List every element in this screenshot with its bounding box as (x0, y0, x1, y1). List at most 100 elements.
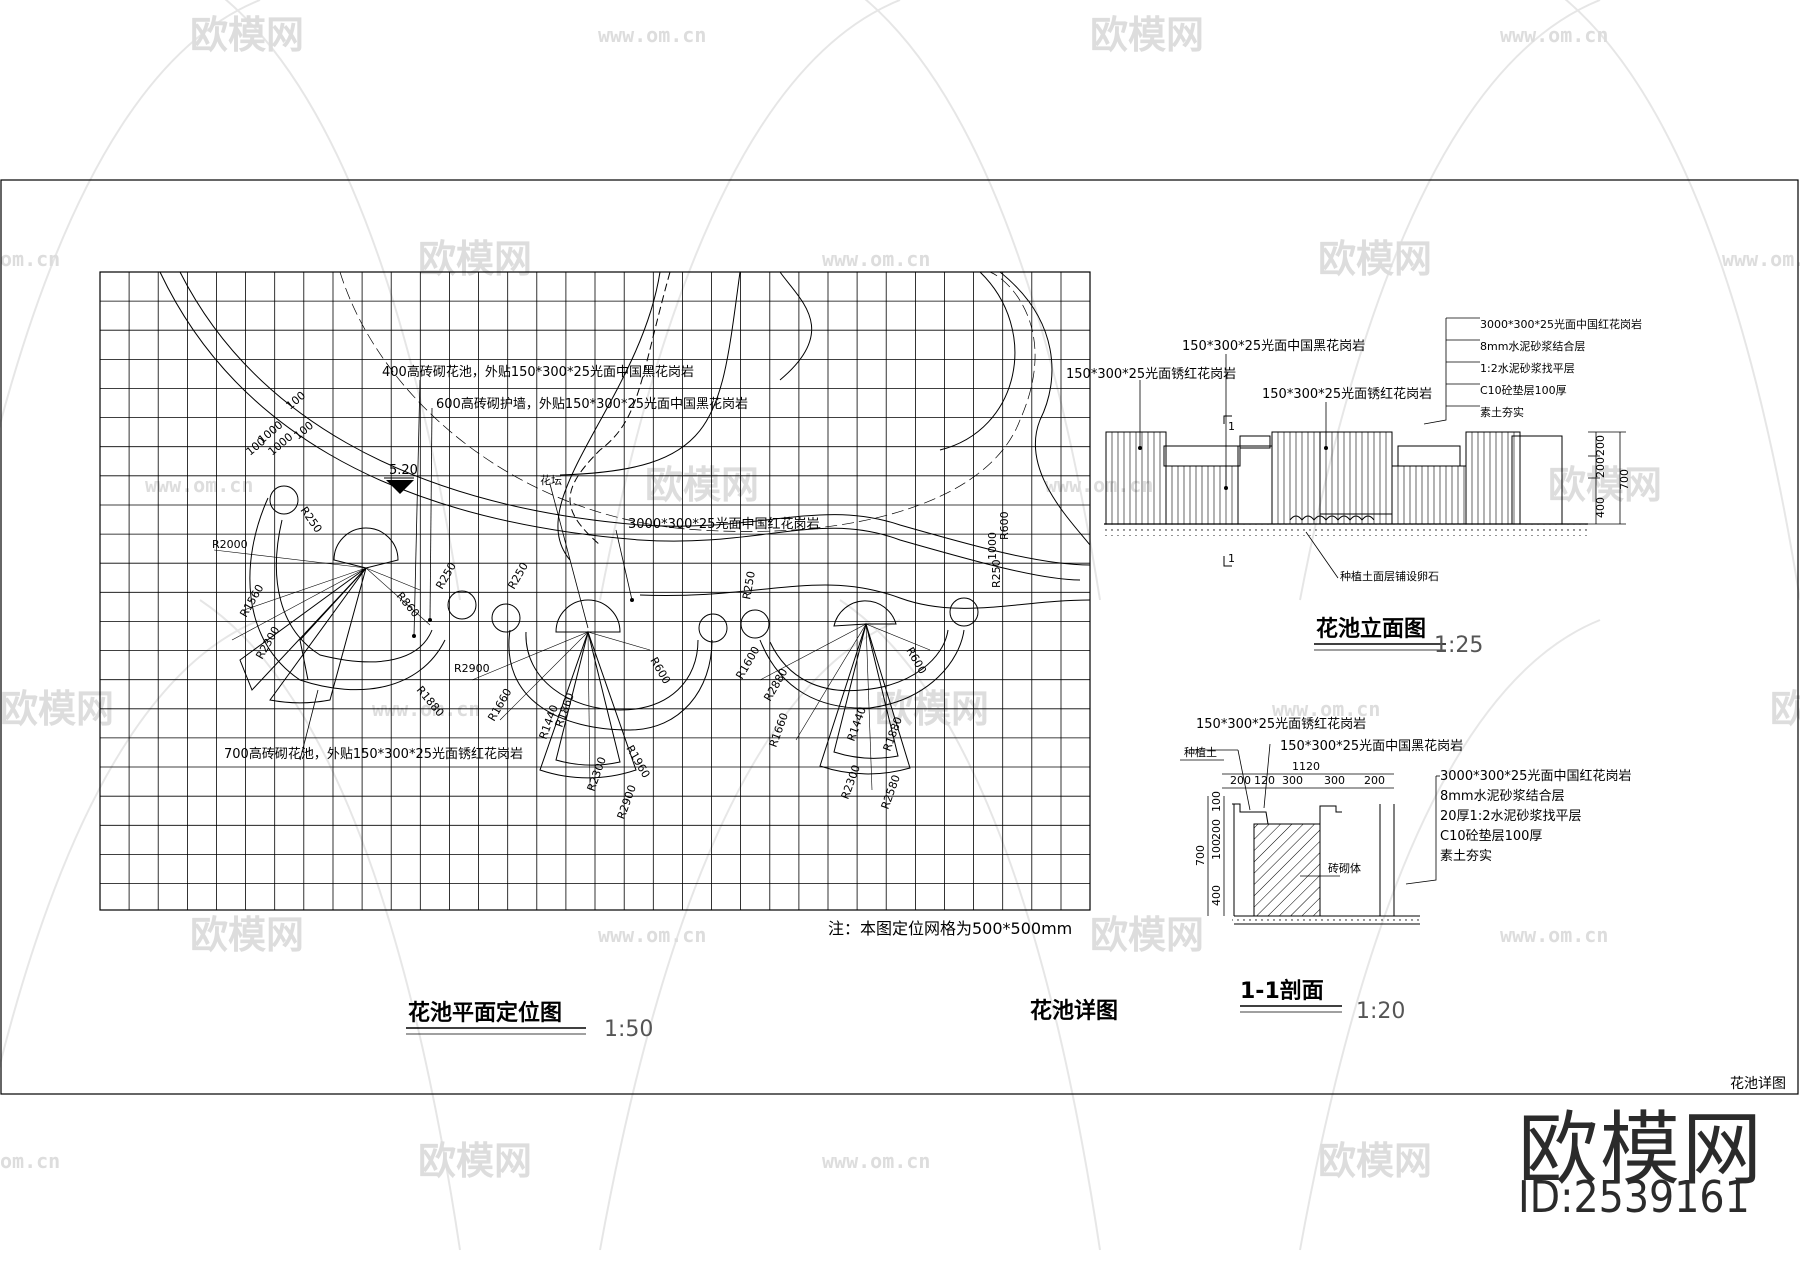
sec-dim-left-4: 400 (1210, 885, 1223, 906)
watermark-brand-9: 欧模网 (1770, 687, 1800, 731)
plan-label-2: 600高砖砌护墙，外贴150*300*25光面中国黑花岗岩 (436, 396, 748, 412)
plan-dim-label: R1660 (767, 711, 791, 749)
plan-dim-label: R1560 (237, 582, 266, 619)
watermark-url-9: www.om.cn (1272, 697, 1380, 721)
elevation-drawing (1104, 431, 1588, 525)
elev-label-b: 150*300*25光面中国黑花岗岩 (1182, 338, 1365, 354)
elev-dim-2: 200 (1594, 457, 1607, 478)
section-mark-bottom: 1 (1228, 552, 1235, 565)
detail-title: 花池详图 (1030, 998, 1118, 1024)
watermark-url-5: www.om.cn (1722, 247, 1800, 271)
plan-dim-label: R1440 (845, 705, 869, 743)
sec-dim-top-6: 200 (1364, 774, 1385, 787)
plan-label-5: 花坛 (540, 474, 562, 487)
elev-label-a: 150*300*25光面锈红花岗岩 (1066, 366, 1236, 382)
plan-label-1: 400高砖砌花池，外贴150*300*25光面中国黑花岗岩 (382, 364, 694, 380)
elev-dim-3: 400 (1594, 497, 1607, 518)
plan-dim-label: R2000 (212, 538, 248, 551)
elev-dim-1: 200 (1594, 435, 1607, 456)
sec-dim-left-2: 200 (1210, 819, 1223, 840)
watermark-brand-2: 欧模网 (1090, 13, 1204, 57)
plan-flower-beds (239, 485, 979, 779)
plan-dim-label: 100 (284, 389, 308, 412)
sec-dim-top-4: 300 (1282, 774, 1303, 787)
grid-frame (99, 271, 1091, 911)
plan-dim-label: R600 (998, 511, 1011, 540)
watermark-brand-3: 欧模网 (418, 237, 532, 281)
watermark-url-11: www.om.cn (1500, 923, 1608, 947)
frame-label: 花池详图 (1730, 1076, 1786, 1092)
section-scale: 1:20 (1356, 999, 1405, 1024)
watermark-brand-5: 欧模网 (645, 463, 759, 507)
plan-dim-label: R2580 (879, 773, 903, 811)
section-mark-top: 1 (1228, 420, 1235, 433)
elevation-dims: 200 200 400 700 (1594, 435, 1631, 518)
section-dim-lines (1207, 773, 1394, 916)
elev-label-c: 150*300*25光面锈红花岗岩 (1262, 386, 1432, 402)
watermark-url-10: www.om.cn (598, 923, 706, 947)
plan-dim-label: R250 (505, 560, 531, 591)
level-mark-text: 5.20 (389, 463, 418, 478)
watermark-brand-10: 欧模网 (190, 913, 304, 957)
elev-spec-2: 8mm水泥砂浆结合层 (1480, 339, 1585, 353)
elev-spec-1: 3000*300*25光面中国红花岗岩 (1480, 317, 1642, 331)
elevation-title: 花池立面图 (1316, 616, 1426, 642)
plan-dim-label: R1660 (485, 686, 514, 723)
elev-dim-4: 700 (1618, 469, 1631, 490)
elevation-leaders (1139, 317, 1480, 579)
elevation-scale: 1:25 (1434, 633, 1483, 658)
elevation-joints (1111, 432, 1515, 524)
elevation-section-marks (1223, 415, 1232, 567)
watermark-brand-12: 欧模网 (418, 1139, 532, 1183)
sec-spec-5: 素土夯实 (1440, 849, 1492, 864)
elevation-ground-hatch (1104, 524, 1588, 536)
sec-dim-top-5: 300 (1324, 774, 1345, 787)
watermark-url-1: www.om.cn (598, 23, 706, 47)
plan-dim-label: R600 (647, 655, 673, 686)
elev-spec-3: 1:2水泥砂浆找平层 (1480, 361, 1575, 375)
section-leaders (1180, 743, 1440, 885)
level-mark-triangle (386, 480, 414, 494)
sec-dim-top-3: 120 (1254, 774, 1275, 787)
elev-spec-4: C10砼垫层100厚 (1480, 383, 1567, 397)
sec-label-c: 种植土 (1184, 745, 1217, 759)
sec-spec-2: 8mm水泥砂浆结合层 (1440, 789, 1565, 804)
watermark-brand-6: 欧模网 (1548, 463, 1662, 507)
plan-dim-label: R2300 (839, 763, 863, 801)
plan-dim-label: R2900 (615, 783, 639, 821)
sec-spec-1: 3000*300*25光面中国红花岗岩 (1440, 768, 1631, 784)
plan-labels: 400高砖砌花池，外贴150*300*25光面中国黑花岗岩 600高砖砌护墙，外… (224, 364, 819, 762)
plan-dashed-outline (339, 271, 1036, 532)
sheet-frame (0, 179, 1799, 1095)
plan-dim-label: R1600 (733, 644, 762, 681)
sec-dim-top-2: 200 (1230, 774, 1251, 787)
elev-label-d: 种植土面层铺设卵石 (1340, 569, 1439, 583)
watermark-url-12: om.cn (0, 1149, 60, 1173)
plan-dim-label: R600 (903, 645, 929, 676)
plan-leaders (299, 379, 633, 761)
sec-dim-left-3: 100 (1210, 839, 1223, 860)
watermark-brand-13: 欧模网 (1318, 1139, 1432, 1183)
plan-dim-label: R250 (740, 570, 758, 600)
sec-label-d: 砖砌体 (1328, 861, 1361, 875)
section-dims-left: 100 200 100 400 700 (1194, 791, 1223, 906)
section-dims-top: 1120 200 120 300 300 200 (1230, 760, 1385, 787)
plan-label-3: 3000*300*25光面中国红花岗岩 (628, 516, 819, 532)
plan-title: 花池平面定位图 (408, 1000, 562, 1026)
plan-dim-label: R2300 (585, 755, 609, 793)
plan-scale: 1:50 (604, 1017, 653, 1042)
section-drawing (1232, 803, 1420, 925)
plan-dim-label: R250 (990, 559, 1003, 588)
plan-radius-lines (213, 549, 931, 791)
watermark-url-3: om.cn (0, 247, 60, 271)
plan-dim-label: R2880 (761, 666, 790, 703)
watermark-brand-7: 欧模网 (0, 687, 114, 731)
watermark-url-6: www.om.cn (145, 473, 253, 497)
elev-spec-5: 素土夯实 (1480, 405, 1524, 419)
plan-label-4: 700高砖砌花池，外贴150*300*25光面锈红花岗岩 (224, 746, 523, 762)
watermark-url-4: www.om.cn (822, 247, 930, 271)
plan-grid-note: 注：本图定位网格为500*500mm (828, 919, 1072, 938)
plan-dim-label: R1960 (623, 743, 652, 780)
